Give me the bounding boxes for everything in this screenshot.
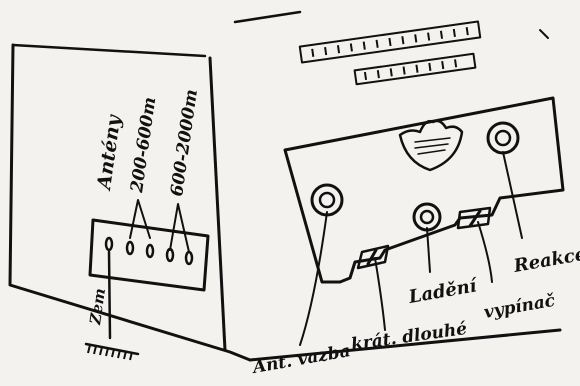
knob-reaction[interactable] [488, 123, 518, 153]
label-ground: Zem [86, 287, 109, 327]
knob-antenna-coupling[interactable] [312, 185, 342, 215]
dial-scales [300, 22, 480, 85]
label-tuning: Ladění [406, 275, 480, 308]
crest-ornament [400, 121, 462, 170]
antenna-socket-strip [90, 220, 208, 290]
label-reaction: Reakce [511, 244, 580, 278]
wave-switch[interactable] [358, 246, 388, 268]
label-switch: vypínač [482, 291, 557, 323]
label-antenna-coupling: Ant. vazba [249, 341, 352, 378]
knob-tuning[interactable] [414, 204, 440, 230]
label-band-lw: 600-2000m [167, 88, 202, 198]
label-short-long: krát. dlouhé [350, 319, 468, 355]
label-antennas: Antény [93, 112, 126, 193]
label-band-mw: 200-600m [127, 96, 160, 195]
